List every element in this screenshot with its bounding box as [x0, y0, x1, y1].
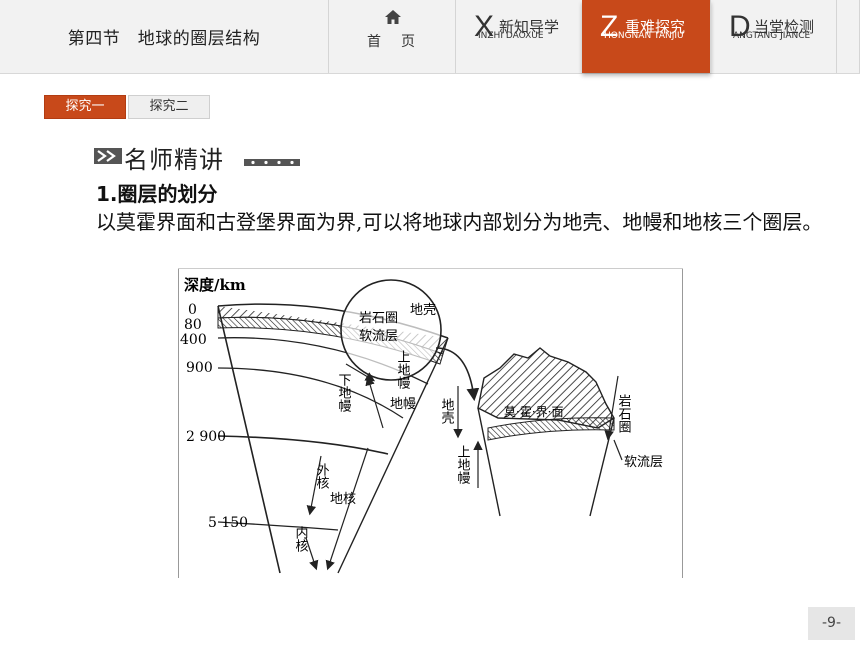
home-icon — [385, 10, 401, 24]
label-asthenosphere-right: 软流层 — [624, 455, 663, 470]
axis-title: 深度/km — [184, 276, 246, 294]
depth-tick: 900 — [186, 360, 213, 376]
tab-label: 新知导学 — [499, 18, 560, 36]
tab-letter: Z — [600, 10, 619, 43]
lesson-title-cell: 第四节 地球的圈层结构 — [0, 0, 329, 73]
tab-zhongnan-tanjiu[interactable]: Z 重难探究 HONGNAN TANJIU — [582, 0, 711, 73]
tab-letter: D — [729, 10, 751, 43]
section-heading-text: 名师精讲 — [124, 146, 224, 174]
tab-letter: X — [474, 10, 495, 43]
svg-text:岩石圈: 岩石圈 — [616, 394, 632, 434]
svg-text:上地幔: 上地幔 — [395, 350, 411, 389]
label-outer-core: 外核 — [314, 463, 330, 489]
earth-layers-diagram: 深度/km 0 80 400 900 2 900 5 150 岩石圈 软流层 地… — [178, 268, 683, 578]
label-upper-mantle-right: 上地幔 — [455, 445, 471, 484]
page-number: -9- — [808, 607, 855, 640]
label-lithosphere: 岩石圈 — [359, 311, 398, 326]
label-crust-right: 地壳 — [439, 398, 455, 425]
top-nav: 第四节 地球的圈层结构 首 页 X 新知导学 INZHI DAOXUE Z 重难… — [0, 0, 860, 74]
svg-text:下地幔: 下地幔 — [336, 373, 352, 412]
depth-tick: 2 900 — [186, 429, 226, 445]
home-button[interactable]: 首 页 — [329, 0, 456, 73]
label-asthenosphere: 软流层 — [359, 329, 398, 344]
double-arrow-icon — [94, 148, 122, 164]
label-moho: 莫·霍·界·面 — [504, 405, 563, 419]
label-upper-mantle: 上地幔 — [395, 350, 411, 389]
label-mantle: 地幔 — [390, 397, 416, 412]
label-lithosphere-right: 岩石圈 — [616, 394, 632, 434]
tab-dangtang-jiance[interactable]: D 当堂检测 ANGTANG JIANCE — [711, 0, 837, 73]
tab-label: 重难探究 — [625, 18, 686, 36]
lesson-title: 第四节 地球的圈层结构 — [67, 29, 261, 49]
body-paragraph: 以莫霍界面和古登堡界面为界,可以将地球内部划分为地壳、地幔和地核三个圈层。 — [96, 210, 823, 234]
tab-xinzhi-daoxue[interactable]: X 新知导学 INZHI DAOXUE — [456, 0, 583, 73]
heading-dots-decoration — [244, 159, 300, 166]
depth-tick: 400 — [180, 332, 207, 348]
subtab-tanjiu-1[interactable]: 探究一 — [44, 95, 126, 119]
label-inner-core: 内核 — [293, 525, 309, 552]
svg-text:外核: 外核 — [314, 463, 330, 489]
depth-tick: 80 — [184, 317, 202, 333]
depth-tick: 0 — [188, 302, 197, 318]
nav-end-cell — [837, 0, 860, 73]
subtab-tanjiu-2[interactable]: 探究二 — [128, 95, 210, 119]
depth-tick: 5 150 — [208, 515, 248, 531]
tab-pinyin: ANGTANG JIANCE — [733, 31, 811, 41]
point-heading: 1.圈层的划分 — [96, 182, 218, 206]
label-crust: 地壳 — [410, 303, 436, 318]
home-label: 首 页 — [367, 34, 418, 50]
label-lower-mantle: 下地幔 — [336, 373, 352, 412]
earth-layers-figure: 深度/km 0 80 400 900 2 900 5 150 岩石圈 软流层 地… — [178, 268, 683, 578]
svg-text:内核: 内核 — [293, 525, 309, 552]
tab-pinyin: INZHI DAOXUE — [478, 31, 544, 41]
svg-text:上地幔: 上地幔 — [455, 445, 471, 484]
tab-pinyin: HONGNAN TANJIU — [604, 31, 684, 41]
svg-text:地壳: 地壳 — [439, 398, 455, 425]
tab-label: 当堂检测 — [754, 18, 815, 36]
